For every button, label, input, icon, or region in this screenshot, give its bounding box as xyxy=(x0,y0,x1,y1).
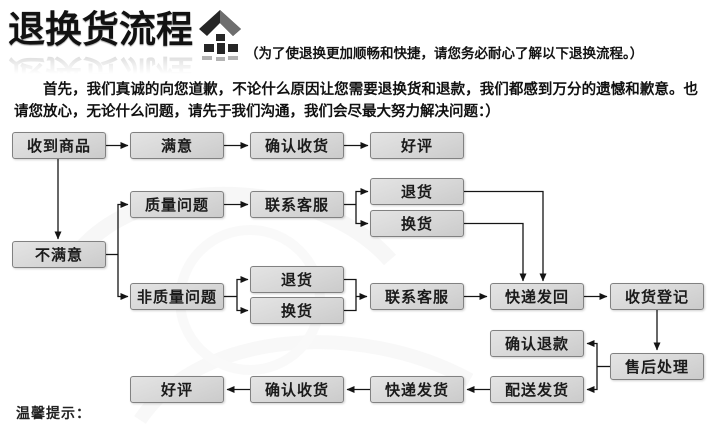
flow-node-quality-issue: 质量问题 xyxy=(130,191,224,218)
flow-node-received: 收到商品 xyxy=(12,132,106,159)
flow-node-express-delivery: 快递发货 xyxy=(370,376,464,403)
flow-connector xyxy=(355,204,369,227)
flow-connector xyxy=(464,222,527,282)
flow-node-return-nonquality: 退货 xyxy=(250,266,344,293)
flow-node-confirm-refund: 确认退款 xyxy=(490,330,584,357)
flow-node-confirm-receipt-top: 确认收货 xyxy=(250,132,344,159)
flow-node-exchange-quality: 换货 xyxy=(370,210,464,237)
flow-node-good-review-bottom: 好评 xyxy=(130,376,224,403)
flow-node-dissatisfied: 不满意 xyxy=(12,241,106,268)
footer-note: 温馨提示： xyxy=(16,405,91,421)
flow-node-contact-service-quality: 联系客服 xyxy=(250,191,344,218)
flow-node-good-review-top: 好评 xyxy=(370,132,464,159)
flow-connector xyxy=(586,366,598,393)
flow-connector xyxy=(355,188,369,205)
house-logo-icon xyxy=(199,10,241,61)
intro-paragraph: 首先，我们真诚的向您道歉，不论什么原因让您需要退换货和退款，我们都感到万分的遗憾… xyxy=(14,82,698,120)
flow-node-after-sales: 售后处理 xyxy=(610,353,704,380)
flow-connector xyxy=(344,278,357,312)
flow-node-contact-service-nonquality: 联系客服 xyxy=(370,283,464,310)
flow-node-exchange-nonquality: 换货 xyxy=(250,297,344,324)
flow-node-satisfied: 满意 xyxy=(130,132,224,159)
flow-connector xyxy=(464,190,547,282)
flow-node-receipt-register: 收货登记 xyxy=(610,283,704,310)
flow-node-return-quality: 退货 xyxy=(370,178,464,205)
page-title: 退换货流程 xyxy=(8,9,193,50)
flow-connector xyxy=(236,276,249,297)
flow-node-confirm-receipt-bottom: 确认收货 xyxy=(250,376,344,403)
subtitle: （为了使退换更加顺畅和快捷，请您务必耐心了解以下退换流程。） xyxy=(245,46,644,61)
flow-connector xyxy=(117,254,129,300)
flow-connector xyxy=(236,296,249,314)
flow-node-non-quality-issue: 非质量问题 xyxy=(130,283,224,310)
flow-connector xyxy=(117,201,129,255)
flow-connector xyxy=(586,340,598,367)
flow-node-delivery-dispatch: 配送发货 xyxy=(490,376,584,403)
flow-node-express-return: 快递发回 xyxy=(490,283,584,310)
